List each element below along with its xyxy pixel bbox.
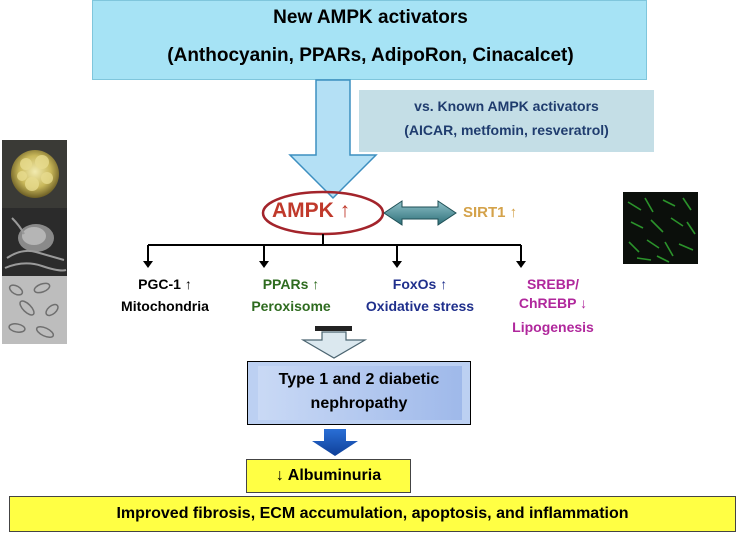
- albuminuria-label: ↓ Albuminuria: [275, 467, 382, 484]
- outcome-label: Improved fibrosis, ECM accumulation, apo…: [116, 505, 629, 522]
- new-activators-title: New AMPK activators: [273, 7, 468, 28]
- lipogenesis-label: Lipogenesis: [512, 319, 594, 335]
- nephropathy-title-line1: Type 1 and 2 diabetic: [278, 371, 440, 388]
- albuminuria-arrow: [312, 429, 358, 456]
- known-activators-title: vs. Known AMPK activators: [414, 98, 599, 114]
- ampk-label: AMPK ↑: [272, 199, 351, 222]
- albuminuria-box: ↓ Albuminuria: [246, 459, 411, 493]
- peroxisome-label: Peroxisome: [251, 298, 331, 314]
- nephropathy-box-inner: [258, 366, 462, 420]
- nephropathy-arrow: [300, 331, 368, 359]
- sirt1-label: SIRT1 ↑: [463, 204, 518, 221]
- srebp-label: SREBP/: [526, 276, 580, 292]
- known-activators-box: vs. Known AMPK activators (AICAR, metfom…: [359, 90, 654, 152]
- outcome-box: Improved fibrosis, ECM accumulation, apo…: [9, 496, 736, 532]
- ampk-sirt1-double-arrow: [383, 200, 457, 226]
- glomerulus-sem-image: [2, 140, 67, 208]
- nephropathy-title-line2: nephropathy: [310, 395, 408, 412]
- nephropathy-box: Type 1 and 2 diabetic nephropathy: [247, 361, 471, 425]
- fluorescence-image: [623, 192, 698, 264]
- new-activators-box: New AMPK activators (Anthocyanin, PPARs,…: [92, 0, 647, 80]
- known-activators-list: (AICAR, metfomin, resveratrol): [404, 122, 609, 138]
- merge-bar: [315, 326, 352, 331]
- podocyte-sem-image: [2, 208, 67, 276]
- branch-tree: [147, 234, 522, 262]
- pgc1-label: PGC-1 ↑: [138, 276, 192, 292]
- branch-arrowheads: [143, 261, 526, 268]
- new-activators-list: (Anthocyanin, PPARs, AdipoRon, Cinacalce…: [167, 45, 574, 66]
- chrebp-label: ChREBP ↓: [518, 295, 588, 311]
- mitochondria-label: Mitochondria: [121, 298, 209, 314]
- foxos-label: FoxOs ↑: [392, 276, 448, 292]
- oxidative-stress-label: Oxidative stress: [365, 298, 475, 314]
- activators-arrow: [288, 79, 378, 200]
- ppars-label: PPARs ↑: [262, 276, 320, 292]
- cell-culture-image: [2, 276, 67, 344]
